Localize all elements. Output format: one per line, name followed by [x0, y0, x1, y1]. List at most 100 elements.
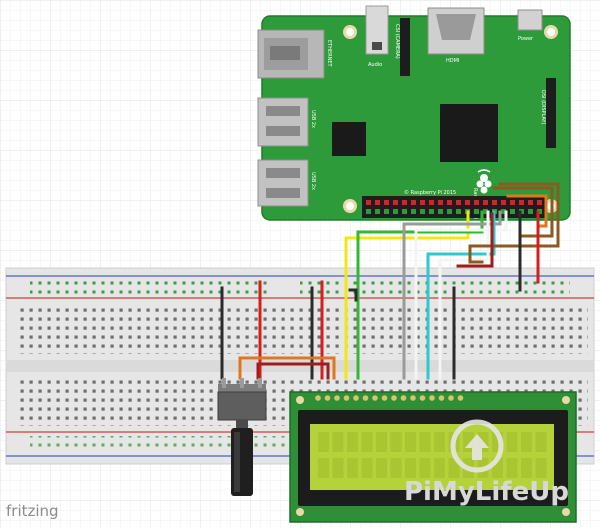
gpio-pin — [429, 200, 434, 205]
gpio-pin — [483, 200, 488, 205]
gpio-pin — [447, 200, 452, 205]
lcd-cell — [535, 458, 547, 478]
lcd-cell — [361, 458, 373, 478]
camera-connector — [400, 18, 410, 76]
wire-cyan — [426, 210, 496, 380]
lcd-cell — [405, 458, 416, 478]
audio-jack — [365, 5, 389, 55]
lcd-cell — [521, 458, 532, 478]
power-label: Power — [518, 36, 534, 42]
lcd-cell — [521, 432, 532, 452]
wire-brown-1 — [468, 182, 560, 264]
hdmi-port — [427, 7, 485, 55]
raspberry-pi-board: ETHERNET USB 2x USB 2x Audio CSI (CAMERA… — [257, 5, 571, 258]
gpio-pin — [402, 209, 407, 214]
model-label-line2: © Raspberry Pi 2015 — [404, 189, 456, 196]
gpio-pin — [411, 200, 416, 205]
lcd-pin — [362, 395, 369, 401]
usb-port-2 — [257, 159, 309, 207]
lcd-pin — [391, 395, 397, 401]
lcd-cell — [332, 458, 344, 478]
usb-ethernet-chip — [332, 122, 366, 156]
lcd-cell — [419, 432, 431, 452]
gpio-pin — [456, 200, 461, 205]
hdmi-label: HDMI — [446, 58, 459, 64]
gpio-pin — [438, 209, 443, 214]
lcd-cell — [390, 432, 402, 452]
lcd-pin — [400, 395, 407, 401]
watermark-logo-icon — [450, 419, 504, 473]
lcd-cell — [318, 432, 329, 452]
gpio-pin — [528, 200, 533, 205]
lcd-cell — [463, 432, 474, 452]
lcd-cell — [434, 432, 445, 452]
terminal-strip-top — [18, 306, 588, 354]
gpio-pin — [402, 200, 407, 205]
usb-port-1 — [257, 97, 309, 147]
lcd-pin — [353, 395, 359, 401]
lcd-pin — [324, 395, 331, 401]
gpio-pin — [429, 209, 434, 214]
wire-black-short — [348, 288, 358, 302]
lcd-pin — [410, 395, 416, 401]
gpio-pin — [375, 200, 380, 205]
gpio-pin — [366, 209, 371, 214]
gpio-pin — [375, 209, 380, 214]
lcd-pin — [419, 395, 426, 401]
usb-label-2: USB 2x — [310, 172, 316, 190]
wire-grey-1 — [402, 210, 502, 380]
gpio-pin — [411, 209, 416, 214]
gpio-pin — [420, 209, 425, 214]
soc-chip — [440, 104, 498, 162]
lcd-pin — [429, 395, 435, 401]
ethernet-port — [257, 29, 325, 79]
lcd-pin — [372, 395, 378, 401]
lcd-cell — [318, 458, 329, 478]
wire-white-1 — [414, 210, 508, 380]
lcd-cell — [448, 458, 460, 478]
lcd-cell — [492, 432, 503, 452]
fritzing-label: fritzing — [6, 502, 59, 520]
lcd-pin — [448, 395, 454, 401]
lcd-cell — [506, 458, 518, 478]
lcd-cell — [492, 458, 503, 478]
gpio-pin — [528, 209, 533, 214]
gpio-pin — [393, 200, 398, 205]
gpio-pin — [438, 200, 443, 205]
camera-label: CSI (CAMERA) — [394, 24, 400, 59]
ethernet-label: ETHERNET — [326, 40, 332, 68]
wire-darkred-contrast — [256, 362, 330, 380]
wire-green — [356, 210, 484, 380]
display-label: DSI (DISPLAY) — [540, 90, 546, 125]
lcd-pin — [315, 395, 321, 401]
lcd-cell — [390, 458, 402, 478]
gpio-pin — [384, 200, 389, 205]
lcd-cell — [361, 432, 373, 452]
gpio-pin — [465, 200, 470, 205]
lcd-pin — [457, 395, 464, 401]
potentiometer-icon — [217, 378, 267, 496]
lcd-pin — [438, 395, 445, 401]
bottom-power-rail — [30, 436, 290, 452]
gpio-pin — [510, 200, 515, 205]
lcd-cell — [434, 458, 445, 478]
power-port — [517, 9, 543, 31]
usb-label-1: USB 2x — [310, 110, 316, 128]
watermark-brand: PiMyLifeUp — [404, 477, 569, 507]
lcd-cell — [347, 458, 358, 478]
gpio-pin — [474, 200, 479, 205]
audio-label: Audio — [368, 62, 382, 68]
lcd-cell — [332, 432, 344, 452]
gpio-pin — [447, 209, 452, 214]
lcd-character-cells — [318, 432, 547, 478]
gpio-pin — [510, 209, 515, 214]
lcd-cell — [347, 432, 358, 452]
gpio-pin — [501, 200, 506, 205]
gpio-pin — [483, 209, 488, 214]
gpio-header — [362, 196, 546, 218]
gpio-pin — [384, 209, 389, 214]
gpio-pin — [492, 200, 497, 205]
gpio-pin — [456, 209, 461, 214]
display-connector — [546, 78, 556, 148]
